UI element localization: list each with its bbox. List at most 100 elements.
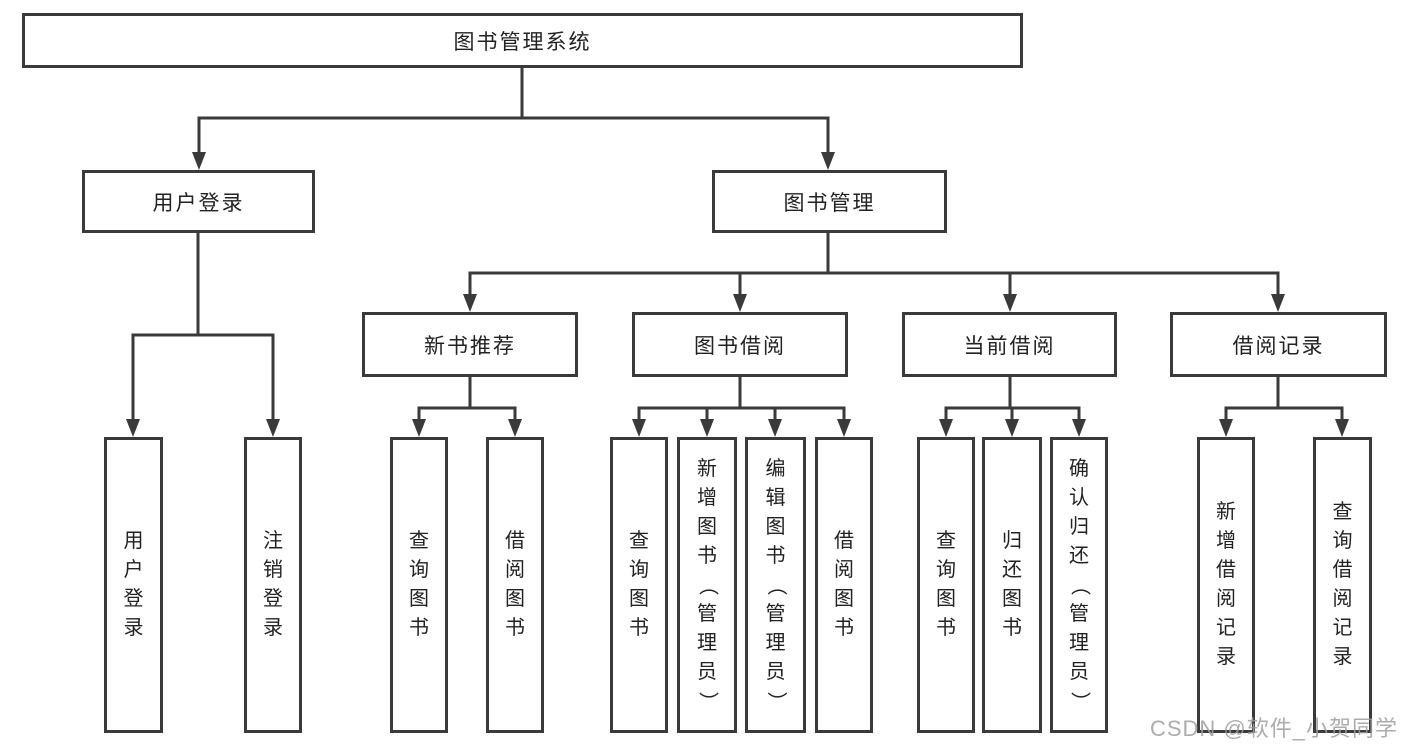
vertical-label-char: ） [765, 691, 787, 711]
node-nb-query-book: 查询图书 [390, 437, 448, 733]
node-bb-borrow-book: 借阅图书 [815, 437, 873, 733]
vertical-label-char: 书 [505, 617, 525, 639]
arrowhead-icon [837, 419, 851, 437]
vertical-label-char: 询 [1332, 530, 1353, 552]
vertical-label-char: （ [765, 575, 787, 595]
vertical-label-char: 理 [697, 631, 717, 654]
arrowhead-icon [192, 152, 206, 170]
vertical-label-char: 借 [505, 530, 525, 552]
vertical-label-char: 图 [697, 515, 717, 538]
vertical-label-char: 销 [263, 559, 283, 581]
vertical-label-char: 借 [1332, 559, 1353, 581]
vertical-label-char: 理 [1069, 631, 1089, 654]
vertical-label-char: 认 [1069, 486, 1089, 509]
vertical-label-char: 询 [936, 559, 956, 581]
vertical-label-char: 借 [834, 530, 854, 552]
node-cb-query-book: 查询图书 [917, 437, 975, 733]
vertical-label-char: 书 [409, 617, 429, 639]
vertical-label-char: 管 [1069, 602, 1089, 625]
vertical-label-char: 图 [1002, 588, 1022, 610]
vertical-label-char: 记 [1216, 617, 1236, 639]
vertical-label-char: （ [696, 575, 719, 595]
arrowhead-icon [733, 294, 747, 312]
vertical-label-char: 管 [697, 602, 717, 625]
vertical-label-char: 阅 [834, 559, 854, 581]
vertical-label-char: 书 [834, 617, 854, 639]
arrowhead-icon [1003, 294, 1017, 312]
vertical-label-char: 图 [936, 588, 956, 610]
vertical-label-char: 增 [697, 486, 717, 509]
vertical-label-char: 增 [1216, 530, 1236, 552]
node-bb-query-book: 查询图书 [610, 437, 668, 733]
vertical-label-char: 借 [1216, 559, 1236, 581]
node-book-borrowing: 图书借阅 [632, 312, 848, 377]
node-logout-action: 注销登录 [244, 437, 302, 733]
node-root: 图书管理系统 [22, 13, 1023, 68]
arrowhead-icon [412, 419, 426, 437]
vertical-label-char: 录 [263, 617, 283, 639]
vertical-label-char: 阅 [1216, 588, 1236, 610]
node-new-book-recommend: 新书推荐 [362, 312, 578, 377]
vertical-label-char: 理 [765, 631, 786, 654]
arrowhead-icon [1072, 419, 1086, 437]
vertical-label-char: ） [1068, 691, 1091, 711]
vertical-label-char: 书 [936, 617, 956, 639]
arrowhead-icon [463, 294, 477, 312]
vertical-label-char: 阅 [1332, 588, 1353, 610]
arrowhead-icon [632, 419, 646, 437]
vertical-label-char: 询 [409, 559, 429, 581]
arrowhead-icon [700, 419, 714, 437]
node-cb-confirm-return: 确认归还（管理员） [1050, 437, 1108, 733]
vertical-label-char: 录 [1216, 646, 1236, 668]
vertical-label-char: 书 [765, 544, 786, 567]
vertical-label-char: 管 [765, 602, 786, 625]
vertical-label-char: 查 [409, 530, 429, 552]
arrowhead-icon [821, 152, 835, 170]
vertical-label-char: 图 [834, 588, 854, 610]
vertical-label-char: 注 [263, 530, 283, 552]
node-nb-borrow-book: 借阅图书 [486, 437, 544, 733]
vertical-label-char: 确 [1069, 457, 1089, 480]
vertical-label-char: 归 [1069, 515, 1089, 538]
vertical-label-char: 用 [123, 530, 144, 552]
vertical-label-char: 登 [263, 588, 283, 610]
vertical-label-char: 户 [123, 559, 144, 581]
arrowhead-icon [1335, 419, 1349, 437]
node-current-borrowing: 当前借阅 [902, 312, 1117, 377]
arrowhead-icon [266, 419, 280, 437]
arrowhead-icon [126, 419, 140, 437]
vertical-label-char: 录 [123, 617, 144, 639]
vertical-label-char: 辑 [765, 486, 786, 509]
vertical-label-char: 书 [629, 617, 649, 639]
node-book-management: 图书管理 [712, 170, 947, 233]
arrowhead-icon [508, 419, 522, 437]
vertical-label-char: （ [1068, 575, 1091, 595]
node-bb-edit-book: 编辑图书（管理员） [745, 437, 806, 733]
node-br-add-record: 新增借阅记录 [1197, 437, 1255, 733]
vertical-label-char: 还 [1002, 559, 1022, 581]
vertical-label-char: 登 [123, 588, 144, 610]
vertical-label-char: 询 [629, 559, 649, 581]
watermark-text: CSDN @软件_小贺同学 [1149, 716, 1398, 741]
node-borrowing-records: 借阅记录 [1170, 312, 1387, 377]
vertical-label-char: 书 [697, 544, 717, 567]
vertical-label-char: 图 [505, 588, 525, 610]
arrowhead-icon [1219, 419, 1233, 437]
node-user-login: 用户登录 [82, 170, 315, 233]
node-bb-add-book: 新增图书（管理员） [677, 437, 737, 733]
vertical-label-char: 员 [697, 660, 717, 683]
vertical-label-char: 书 [1002, 617, 1022, 639]
vertical-label-char: 记 [1332, 617, 1353, 639]
arrowhead-icon [768, 419, 782, 437]
vertical-label-char: 员 [765, 660, 786, 683]
node-br-query-record: 查询借阅记录 [1313, 437, 1372, 733]
vertical-label-char: 归 [1002, 530, 1022, 552]
vertical-label-char: 阅 [505, 559, 525, 581]
vertical-label-char: 查 [629, 530, 649, 552]
arrowhead-icon [939, 419, 953, 437]
vertical-label-char: 编 [765, 457, 786, 480]
vertical-label-char: 还 [1069, 544, 1089, 567]
arrowhead-icon [1005, 419, 1019, 437]
